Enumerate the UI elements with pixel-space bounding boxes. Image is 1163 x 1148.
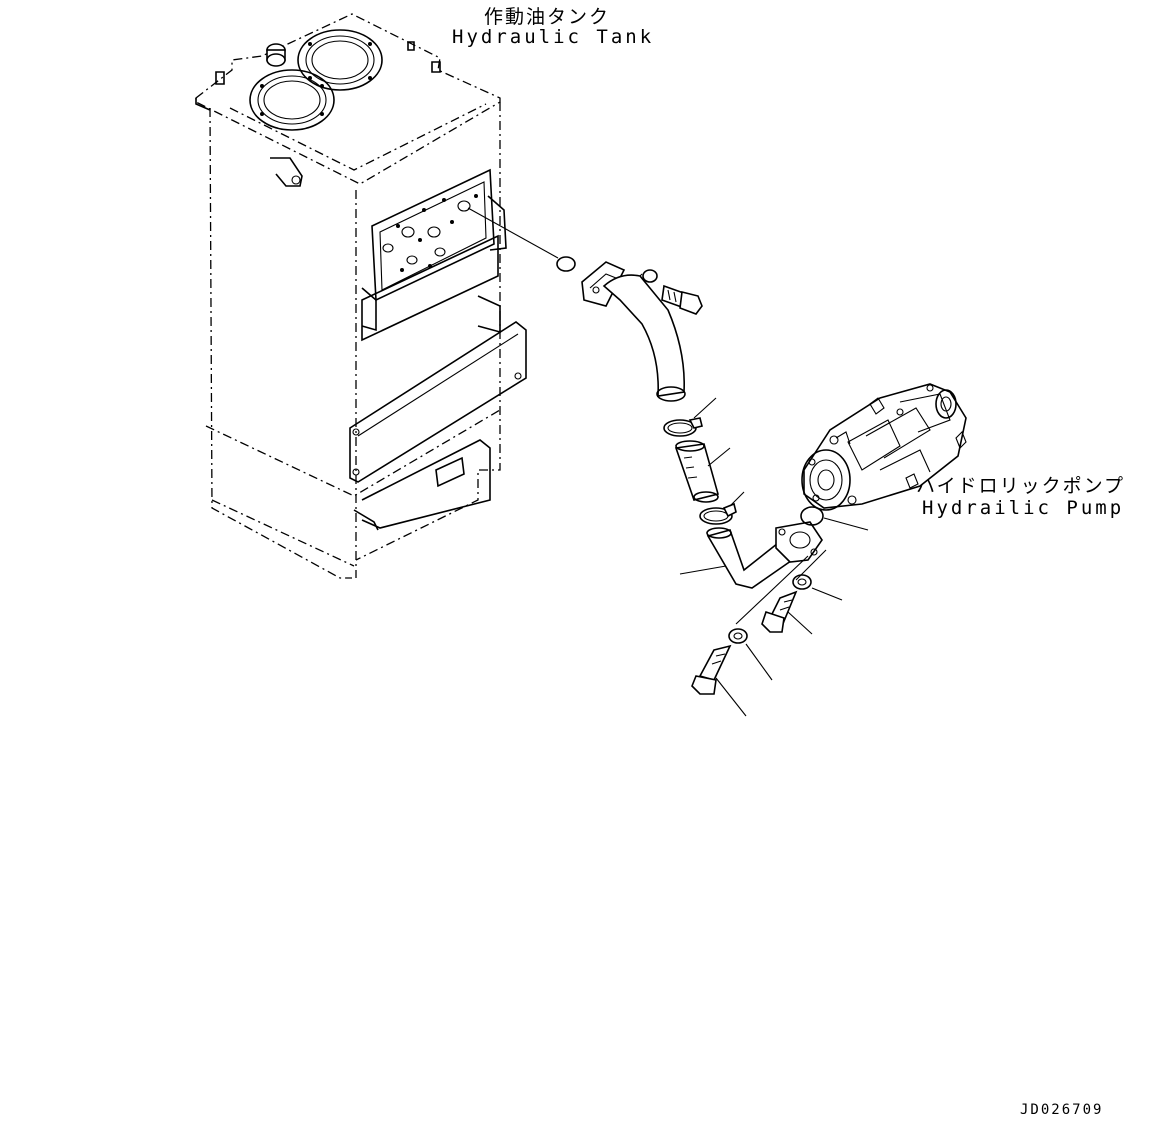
washer-right <box>792 574 812 590</box>
tank-label-en: Hydraulic Tank <box>452 26 655 48</box>
suction-hose <box>674 440 719 503</box>
hydraulic-tank <box>195 13 501 579</box>
tank-top-cap-small <box>249 69 335 131</box>
bolt-right <box>761 590 798 633</box>
washer-left <box>728 628 748 644</box>
hydraulic-pump <box>801 383 967 511</box>
tank-label-jp: 作動油タンク <box>484 6 611 28</box>
pump-label-jp: ハイドロリックポンプ <box>916 475 1126 497</box>
hose-clamp-lower <box>699 502 737 525</box>
pump-o-ring <box>800 506 824 526</box>
drawing-code: JD026709 <box>1020 1102 1104 1118</box>
pump-label-en: Hydrailic Pump <box>922 497 1125 519</box>
bolt-left <box>691 644 732 695</box>
flange-o-ring <box>642 269 658 283</box>
filler-plug <box>266 43 286 67</box>
tank-top-cap-large <box>297 29 383 91</box>
suction-elbow-tube <box>581 261 686 402</box>
leader-tank-port <box>467 207 559 259</box>
hose-clamp-upper <box>663 417 703 437</box>
flange-bolt <box>661 284 703 315</box>
tank-cross-member <box>349 321 527 483</box>
valve-manifold-plate <box>371 168 495 302</box>
tank-port-o-ring <box>556 256 576 272</box>
pump-elbow-tube <box>706 521 823 589</box>
